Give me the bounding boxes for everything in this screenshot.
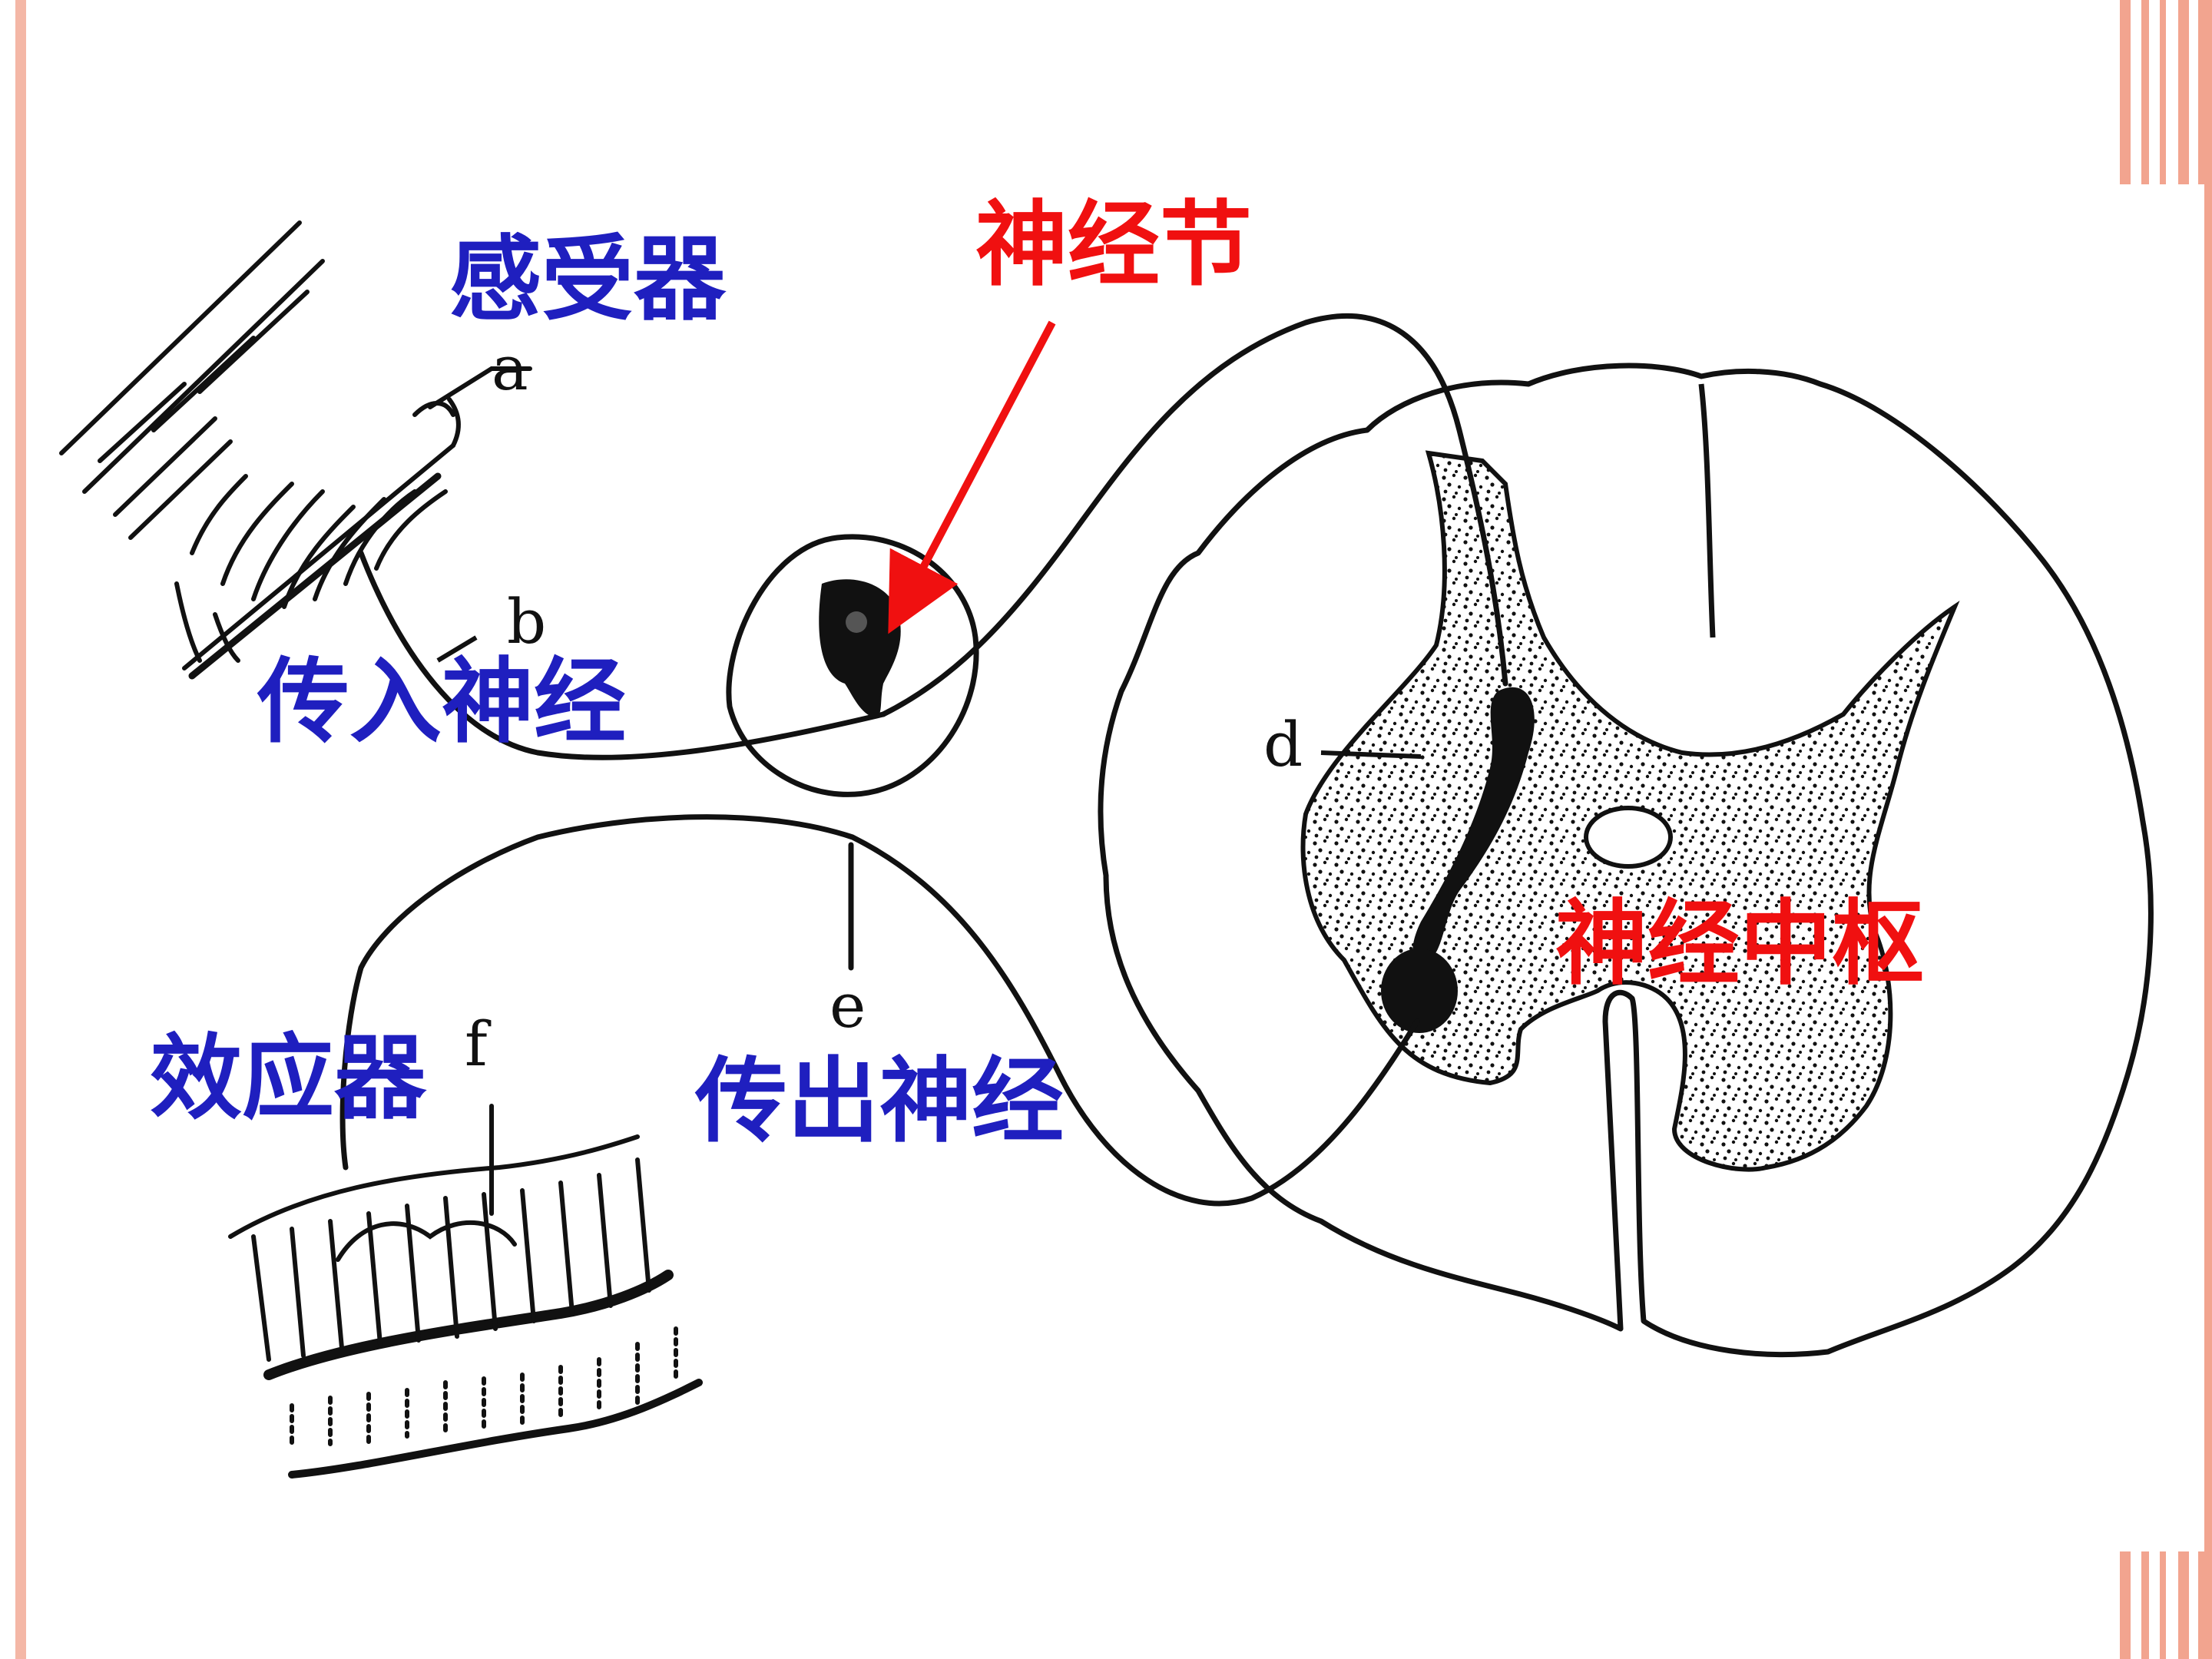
effector-label: 效应器 xyxy=(150,1025,426,1132)
ganglion-arrow xyxy=(888,320,1056,634)
nerve-center-label: 神经中枢 xyxy=(1555,891,1924,998)
ganglion xyxy=(726,534,979,797)
receptor-label: 感受器 xyxy=(449,227,726,333)
afferent-nerve-fiber xyxy=(358,313,1508,760)
slide-left-stripe xyxy=(15,0,26,1659)
effector-tissue xyxy=(228,1104,703,1479)
letter-a: a xyxy=(492,333,528,404)
letter-d: d xyxy=(1263,709,1303,780)
efferent-nerve-label: 传出神经 xyxy=(695,1048,1064,1155)
letter-f: f xyxy=(465,1008,488,1080)
letter-b: b xyxy=(507,586,547,657)
receptor-tissue xyxy=(59,220,532,680)
efferent-nerve-fiber xyxy=(339,814,1420,1207)
letter-e: e xyxy=(830,970,866,1041)
spinal-gray-matter xyxy=(1300,450,1960,1172)
afferent-nerve-label: 传入神经 xyxy=(257,649,626,756)
spinal-cord xyxy=(1098,363,2154,1358)
label-pointer-lines xyxy=(436,635,1422,759)
central-canal xyxy=(1584,806,1673,869)
motor-neuron-body xyxy=(1381,949,1458,1033)
ganglion-label: 神经节 xyxy=(975,192,1252,299)
